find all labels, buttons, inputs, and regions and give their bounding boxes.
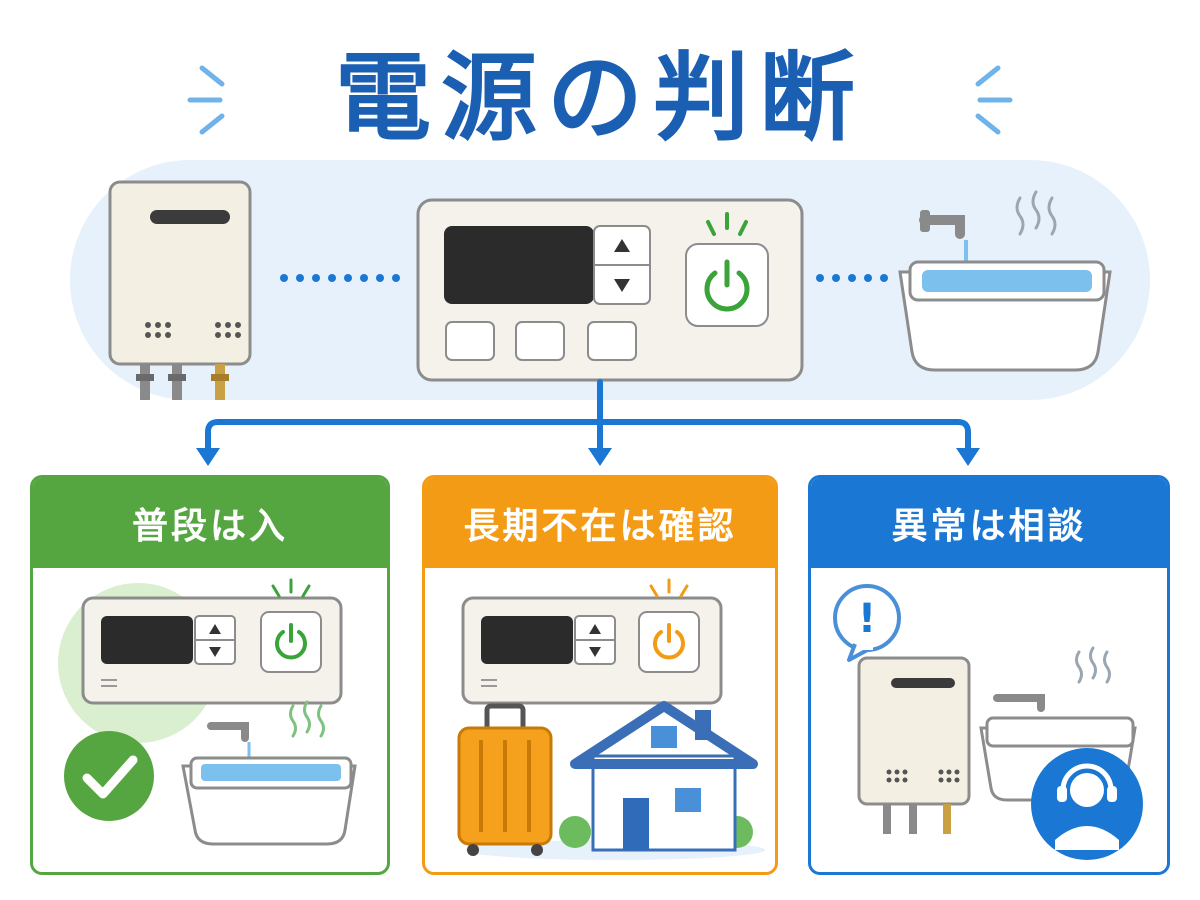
left-burst-icon xyxy=(187,65,225,135)
arrow-head-center xyxy=(588,448,612,466)
faucet-icon xyxy=(919,215,965,239)
right-burst-icon xyxy=(975,65,1013,135)
checkmark-icon xyxy=(64,731,154,821)
arrow-head-left xyxy=(196,448,220,466)
power-button-icon xyxy=(704,259,750,312)
column-long-absence: 長期不在は確認 xyxy=(422,475,778,875)
page-title: 電源の判断 xyxy=(335,42,865,154)
absence-illustration xyxy=(457,578,765,860)
normal-illustration xyxy=(58,578,357,846)
dotted-connector-left xyxy=(280,274,400,282)
power-button-icon xyxy=(275,623,307,660)
remote-controller-icon xyxy=(461,578,723,705)
system-overview xyxy=(108,180,1112,466)
water-heater-icon xyxy=(857,656,971,834)
alert-mark: ! xyxy=(858,596,876,642)
power-button-icon xyxy=(653,623,685,660)
remote-controller-icon xyxy=(81,578,343,705)
bathtub-icon xyxy=(898,190,1112,372)
branch-arrows xyxy=(205,379,971,458)
arrow-head-right xyxy=(956,448,980,466)
water-heater-icon xyxy=(108,180,252,400)
alert-bubble-icon xyxy=(833,584,901,662)
support-headset-icon xyxy=(1031,748,1143,860)
abnormal-illustration: ! xyxy=(833,584,1143,860)
house-icon xyxy=(559,701,758,852)
steam-icon xyxy=(1015,190,1057,236)
column-normal-on: 普段は入 xyxy=(30,475,390,875)
dotted-connector-right xyxy=(816,274,888,282)
bathtub-icon xyxy=(181,700,357,846)
column-abnormal-consult: 異常は相談 ! xyxy=(808,475,1170,875)
power-glow-icon xyxy=(706,212,748,236)
suitcase-icon xyxy=(457,703,553,856)
column-heading: 長期不在は確認 xyxy=(425,478,775,568)
remote-controller-icon xyxy=(416,198,804,382)
column-heading: 異常は相談 xyxy=(811,478,1167,568)
column-heading: 普段は入 xyxy=(33,478,387,568)
